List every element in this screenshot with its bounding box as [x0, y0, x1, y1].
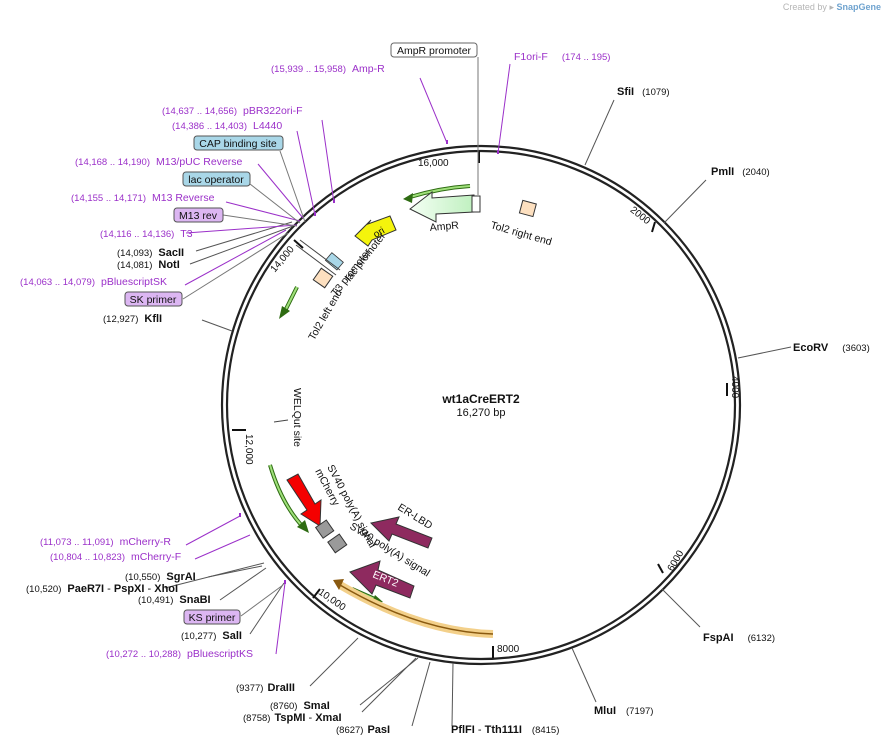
ert2-feature: [349, 560, 415, 599]
tick-label-6000: 6000: [666, 548, 687, 573]
enzyme-smai[interactable]: (8760)SmaI: [270, 700, 330, 712]
tick-label-4000: 4000: [729, 376, 740, 399]
ampr-feature: [409, 190, 475, 223]
primer-mcherry-r[interactable]: (11,073 .. 11,091)mCherry-R: [40, 536, 171, 548]
primer-m13-puc-reverse[interactable]: (14,168 .. 14,190)M13/pUC Reverse: [75, 156, 243, 168]
welqut-site-mark: [273, 419, 289, 423]
primer-amp-r[interactable]: (15,939 .. 15,958)Amp-R: [271, 63, 385, 75]
credit-prefix: Created by: [782, 2, 827, 12]
plasmid-length: 16,270 bp: [457, 407, 506, 419]
snapgene-credit: Created by ▸ SnapGene: [783, 2, 881, 13]
enzyme-sali[interactable]: (10,277)SalI: [181, 630, 242, 642]
ampr-promoter-box-label: AmpR promoter: [397, 45, 472, 57]
cap-binding-site-label: CAP binding site: [199, 138, 277, 150]
primer-pbluescriptsk[interactable]: (14,063 .. 14,079)pBluescriptSK: [20, 276, 167, 288]
cap-binding-site-box[interactable]: CAP binding site: [193, 135, 284, 151]
primer-l4440[interactable]: (14,386 .. 14,403)L4440: [172, 120, 282, 132]
ori-label: ori: [372, 225, 387, 240]
tick-label-8000: 8000: [497, 644, 520, 655]
ampr-promoter-box[interactable]: AmpR promoter: [390, 42, 478, 58]
tol2-right-end-feature: [518, 199, 537, 218]
credit-brand: SnapGene: [836, 2, 881, 12]
enzyme-draiii[interactable]: (9377)DraIII: [236, 682, 295, 694]
primer-pbr322ori-f[interactable]: (14,637 .. 14,656)pBR322ori-F: [162, 105, 303, 117]
enzyme-fspai[interactable]: FspAI(6132): [703, 632, 775, 644]
sv40-polyA-2-feature: [327, 533, 348, 554]
primer-mcherry-f[interactable]: (10,804 .. 10,823)mCherry-F: [50, 551, 181, 563]
tol2-left-label: Tol2 left end: [306, 287, 345, 342]
primer-m13-reverse[interactable]: (14,155 .. 14,171)M13 Reverse: [71, 192, 215, 204]
er-lbd-feature: [369, 516, 433, 549]
sk-primer-label: SK primer: [130, 294, 177, 306]
m13-rev-label: M13 rev: [179, 210, 218, 222]
plasmid-name: wt1aCreERT2: [441, 392, 520, 406]
sk-primer-box[interactable]: SK primer: [124, 291, 183, 307]
sv40-polyA-1-feature: [314, 519, 335, 539]
ampr-promoter-feature: [471, 195, 481, 213]
lac-operator-label: lac operator: [188, 174, 244, 186]
enzyme-pasi[interactable]: (8627)PasI: [336, 724, 390, 736]
ks-primer-label: KS primer: [189, 612, 236, 624]
tol2-left-end-feature: [312, 267, 334, 289]
ampr-orf-arrowhead: [403, 193, 413, 203]
lac-operator-box[interactable]: lac operator: [182, 171, 251, 187]
ori-feature: [354, 215, 397, 247]
enzyme-paer7i[interactable]: (10,520)PaeR7I - PspXI - XhoI: [26, 583, 178, 595]
enzyme-ecorv[interactable]: EcoRV(3603): [793, 342, 870, 354]
snapgene-logo-icon: ▸: [829, 2, 834, 12]
enzyme-noti[interactable]: (14,081)NotI: [117, 259, 180, 271]
tick-label-12000: 12,000: [243, 434, 254, 465]
enzyme-sgrai[interactable]: (10,550)SgrAI: [125, 571, 196, 583]
primer-f1ori-f[interactable]: F1ori-F(174 .. 195): [514, 51, 610, 63]
primer-t3[interactable]: (14,116 .. 14,136)T3: [100, 228, 193, 240]
welqut-label: WELQut site: [291, 388, 303, 447]
backbone-inner: [225, 149, 737, 661]
m13-rev-box[interactable]: M13 rev: [173, 207, 224, 223]
ks-primer-box[interactable]: KS primer: [183, 609, 241, 625]
mcherry-feature: [286, 473, 322, 527]
enzyme-kfli[interactable]: (12,927)KflI: [103, 313, 162, 325]
tick-label-16000: 16,000: [418, 158, 449, 169]
enzyme-mlui[interactable]: MluI(7197): [594, 705, 653, 717]
enzyme-tspmi[interactable]: (8758)TspMI - XmaI: [243, 712, 342, 724]
enzyme-sacii[interactable]: (14,093)SacII: [117, 247, 184, 259]
lac-promoter-feature: [324, 252, 344, 271]
enzyme-snabi[interactable]: (10,491)SnaBI: [138, 594, 211, 606]
enzyme-pflfi[interactable]: PflFI - Tth111I(8415): [451, 724, 559, 736]
enzyme-pmli[interactable]: PmlI(2040): [711, 166, 770, 178]
enzyme-sfii[interactable]: SfiI(1079): [617, 86, 670, 98]
tol2-right-label: Tol2 right end: [489, 219, 553, 248]
backbone-outer: [220, 144, 742, 666]
ampr-label: AmpR: [429, 219, 460, 234]
primer-pbluescriptks[interactable]: (10,272 .. 10,288)pBluescriptKS: [106, 648, 253, 660]
tick-marks: [232, 151, 728, 658]
